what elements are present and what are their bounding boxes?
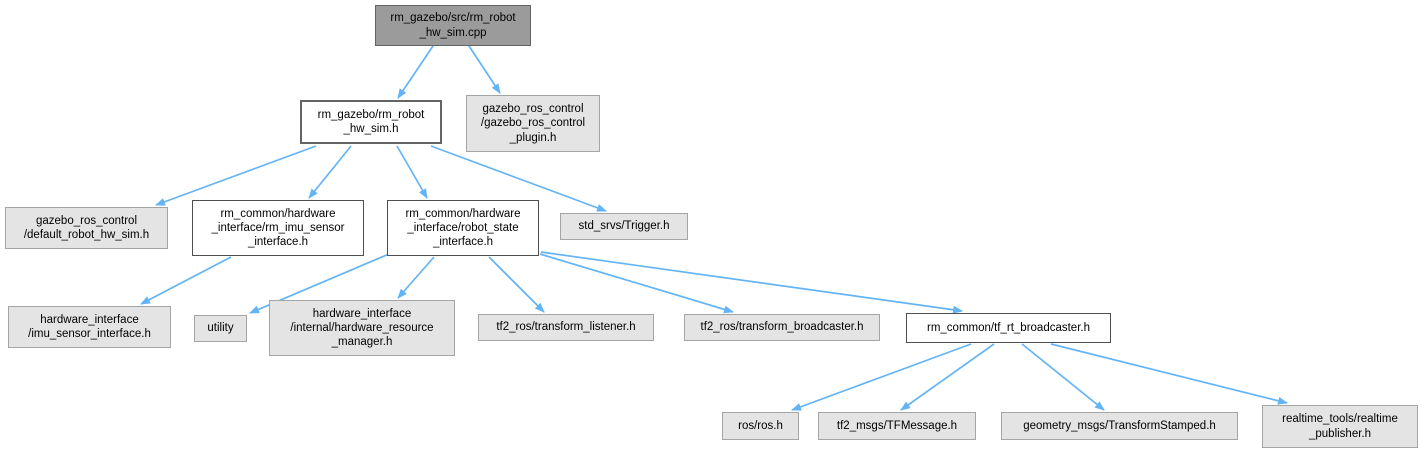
edge-hw_sim_h-to-rm_imu [308,145,352,199]
node-default-robot-hw-sim[interactable]: gazebo_ros_control /default_robot_hw_sim… [5,207,168,249]
node-rm-imu-sensor-interface[interactable]: rm_common/hardware _interface/rm_imu_sen… [192,200,364,256]
edge-robot_state-to-tf_rt [540,251,963,314]
edge-rm_imu-to-imu_iface [140,256,232,305]
edge-tf_rt-to-geom [1021,343,1105,411]
edge-robot_state-to-broadcaster [539,253,734,314]
node-utility[interactable]: utility [194,315,247,342]
node-tf2-msgs-tfmessage[interactable]: tf2_msgs/TFMessage.h [818,412,976,440]
node-tf2-transform-broadcaster[interactable]: tf2_ros/transform_broadcaster.h [684,314,880,341]
edge-tf_rt-to-rt_pub [1050,343,1288,405]
node-realtime-publisher[interactable]: realtime_tools/realtime _publisher.h [1262,405,1418,448]
edge-hw_sim_h-to-trigger [430,145,607,212]
node-std-srvs-trigger[interactable]: std_srvs/Trigger.h [560,213,688,240]
edge-hw_sim_h-to-robot_state [396,145,428,199]
edge-tf_rt-to-tfmsg [900,343,995,411]
edge-cpp_main-to-plugin [468,45,501,94]
edge-tf_rt-to-ros_h [791,343,972,411]
edge-hw_sim_h-to-default_sim [155,145,317,206]
node-rm-robot-hw-sim-h[interactable]: rm_gazebo/rm_robot _hw_sim.h [300,100,442,144]
node-robot-state-interface[interactable]: rm_common/hardware _interface/robot_stat… [387,200,539,256]
node-ros-h[interactable]: ros/ros.h [722,412,799,440]
edge-robot_state-to-manager [397,256,435,299]
node-geometry-msgs-transform-stamped[interactable]: geometry_msgs/TransformStamped.h [1001,412,1238,440]
edge-cpp_main-to-hw_sim_h [397,45,434,99]
node-rm-robot-hw-sim-cpp[interactable]: rm_gazebo/src/rm_robot _hw_sim.cpp [375,5,531,46]
node-imu-sensor-interface[interactable]: hardware_interface /imu_sensor_interface… [8,306,171,348]
node-hardware-resource-manager[interactable]: hardware_interface /internal/hardware_re… [269,300,455,356]
node-tf2-transform-listener[interactable]: tf2_ros/transform_listener.h [478,314,654,341]
node-tf-rt-broadcaster[interactable]: rm_common/tf_rt_broadcaster.h [906,313,1111,343]
node-gazebo-ros-control-plugin[interactable]: gazebo_ros_control /gazebo_ros_control _… [466,95,600,152]
edge-robot_state-to-listener [488,256,545,313]
